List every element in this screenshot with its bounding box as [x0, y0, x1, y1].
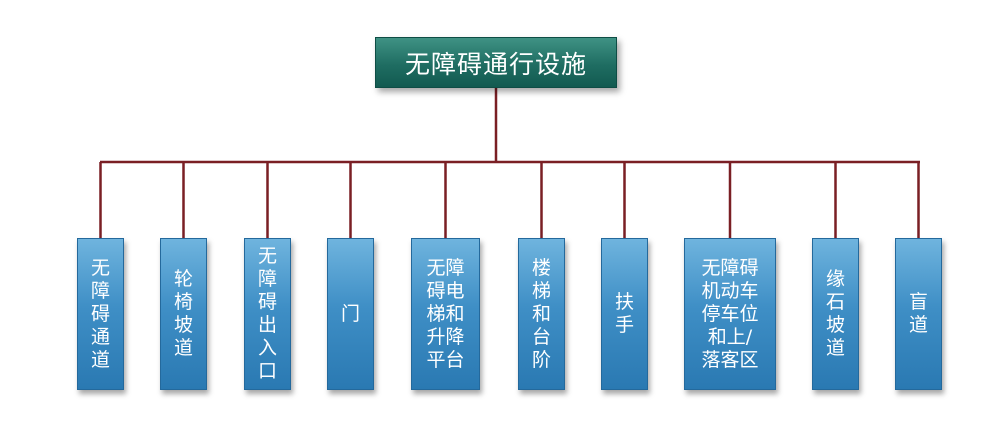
child-node-label: 无障碍 机动车 停车位 和上/ 落客区 [701, 256, 759, 371]
child-node-tactile-paving: 盲 道 [895, 238, 942, 390]
child-node-label: 扶 手 [614, 291, 634, 336]
child-drop-lines [99, 162, 920, 238]
child-node-handrail: 扶 手 [601, 238, 648, 390]
child-node-accessible-elevator: 无障 碍电 梯和 升降 平台 [411, 238, 480, 390]
child-node-label: 无 障 碍 出 入 口 [257, 245, 277, 382]
root-node-label: 无障碍通行设施 [404, 49, 587, 79]
child-node-label: 楼 梯 和 台 阶 [531, 256, 551, 371]
child-node-accessible-entrance: 无 障 碍 出 入 口 [244, 238, 291, 390]
child-node-accessible-parking: 无障碍 机动车 停车位 和上/ 落客区 [684, 238, 776, 390]
child-node-label: 无 障 碍 通 道 [90, 256, 110, 371]
child-node-label: 无障 碍电 梯和 升降 平台 [426, 256, 465, 371]
child-node-accessible-passage: 无 障 碍 通 道 [77, 238, 124, 390]
child-node-label: 轮 椅 坡 道 [173, 268, 193, 359]
child-node-label: 门 [340, 302, 360, 325]
child-node-wheelchair-ramp: 轮 椅 坡 道 [160, 238, 207, 390]
child-node-curb-ramp: 缘 石 坡 道 [812, 238, 859, 390]
child-node-label: 缘 石 坡 道 [825, 268, 845, 359]
child-node-stairs-steps: 楼 梯 和 台 阶 [518, 238, 565, 390]
root-node: 无障碍通行设施 [375, 37, 617, 88]
child-node-label: 盲 道 [908, 291, 928, 336]
child-node-door: 门 [327, 238, 374, 390]
